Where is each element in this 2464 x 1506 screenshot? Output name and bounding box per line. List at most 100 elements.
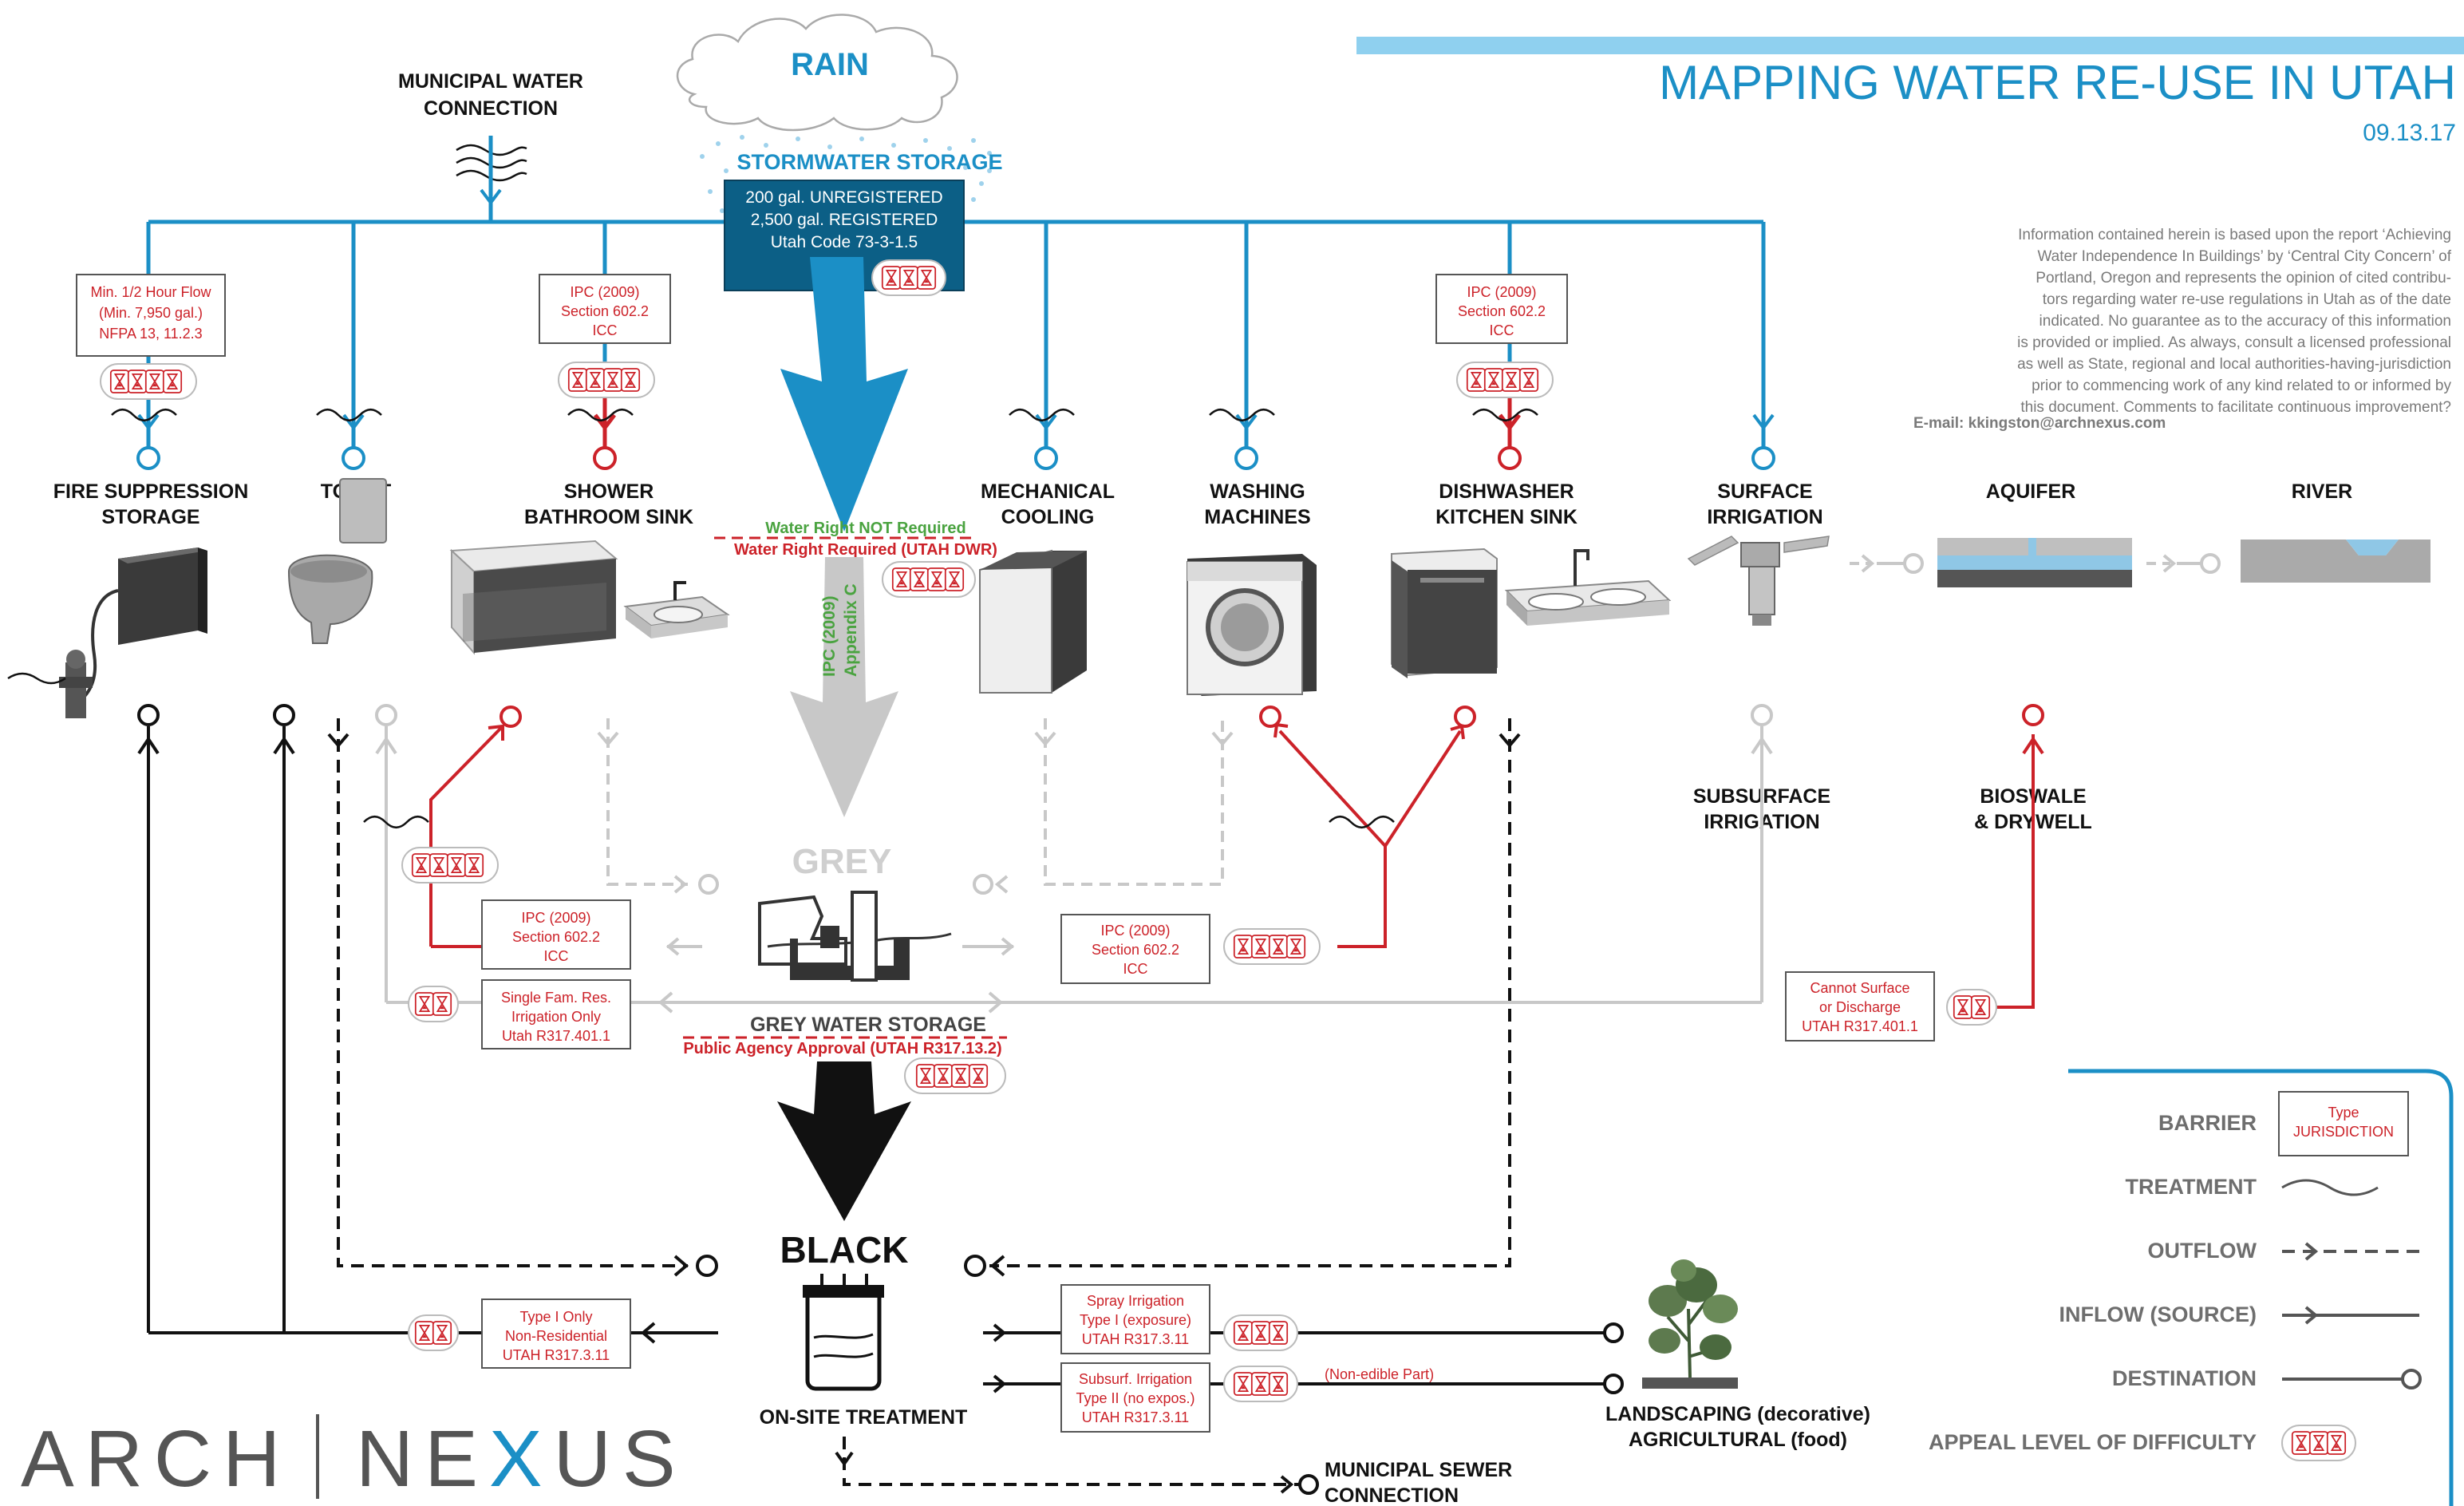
spray-1: Spray Irrigation (1087, 1293, 1184, 1309)
bathtub-illustration (449, 540, 730, 655)
barrier-spray: Spray Irrigation Type I (exposure) UTAH … (1060, 1284, 1298, 1354)
barrier-grey-right: IPC (2009) Section 602.2 ICC (1060, 914, 1321, 984)
storage-line-3: Utah Code 73-3-1.5 (771, 233, 918, 251)
brand-nexus: NEXUS (356, 1414, 687, 1504)
stormwater-flow-arrow (780, 257, 908, 532)
subsurface-3: UTAH R317.3.11 (1082, 1409, 1189, 1425)
type-one-1: Type I Only (519, 1309, 592, 1325)
legend-inflow: INFLOW (SOURCE) (2059, 1302, 2257, 1326)
spray-2: Type I (exposure) (1080, 1312, 1191, 1328)
legend-barrier-jurisdiction: JURISDICTION (2293, 1124, 2394, 1140)
grey-left-barrier-3: ICC (544, 948, 569, 964)
info-line: Information contained herein is based up… (2018, 227, 2451, 243)
appeal-badge-right (882, 561, 976, 598)
municipal-water-label-1: MUNICIPAL WATER (398, 70, 583, 93)
river-illustration (2241, 540, 2430, 583)
aquifer-label: AQUIFER (1986, 480, 2076, 503)
info-paragraph: Information contained herein is based up… (1913, 227, 2452, 432)
fixture-labels: FIRE SUPPRESSION STORAGE TOILET SHOWER B… (53, 480, 2352, 833)
spray-3: UTAH R317.3.11 (1082, 1331, 1189, 1347)
water-right-labels: Water Right NOT Required Water Right Req… (714, 520, 997, 559)
appeal-badge-public (904, 1057, 1006, 1094)
municipal-water-label-2: CONNECTION (424, 97, 558, 120)
dishwasher-barrier-1: IPC (2009) (1467, 284, 1536, 300)
subsurface-2: Type II (no expos.) (1076, 1390, 1194, 1406)
black-title: BLACK (780, 1229, 909, 1271)
black-inflows (137, 704, 718, 1344)
barrier-subsurface: Subsurf. Irrigation Type II (no expos.) … (1060, 1362, 1298, 1433)
barrier-dishwasher: IPC (2009) Section 602.2 ICC (1435, 274, 1568, 398)
river-label: RIVER (2292, 480, 2352, 503)
washing-machine-illustration (1187, 554, 1317, 696)
fire-barrier-1: Min. 1/2 Hour Flow (90, 284, 211, 300)
treatment-waves-mid (362, 816, 1396, 828)
legend-outflow: OUTFLOW (2148, 1239, 2257, 1263)
grey-right-barrier-2: Section 602.2 (1092, 942, 1179, 958)
appeal-badge-storm (871, 259, 946, 296)
barrier-fire: Min. 1/2 Hour Flow (Min. 7,950 gal.) NFP… (76, 274, 226, 400)
shower-label-1: SHOWER (564, 480, 654, 503)
legend: BARRIER Type JURISDICTION TREATMENT OUTF… (1929, 1069, 2454, 1506)
ipc-appendix-2: Appendix C (842, 583, 860, 677)
stormwater-storage-label: STORMWATER STORAGE (736, 150, 1002, 174)
surface-to-river-flow (1850, 553, 2221, 574)
surface-irrigation-label-2: IRRIGATION (1707, 506, 1822, 528)
mechanical-label-2: COOLING (1001, 506, 1095, 528)
landscaping-label-2: AGRICULTURAL (food) (1629, 1429, 1847, 1451)
info-line: is provided or implied. As always, consu… (2017, 334, 2451, 351)
single-family-2: Irrigation Only (511, 1009, 601, 1025)
page-title: MAPPING WATER RE-USE IN UTAH (1659, 56, 2456, 109)
info-line: tors regarding water re-use regulations … (2043, 291, 2451, 308)
type-one-2: Non-Residential (505, 1328, 607, 1344)
storage-line-2: 2,500 gal. REGISTERED (751, 211, 938, 229)
barrier-single-family: Single Fam. Res. Irrigation Only Utah R3… (408, 979, 631, 1049)
info-line: prior to commencing work of any kind rel… (2032, 377, 2451, 394)
cannot-surface-2: or Discharge (1819, 999, 1901, 1015)
legend-barrier: BARRIER (2158, 1111, 2257, 1135)
black-outflows (327, 718, 1521, 1277)
water-right-not-required: Water Right NOT Required (765, 520, 965, 537)
destination-circle-icon (2401, 1369, 2422, 1389)
shower-barrier-3: ICC (593, 322, 618, 338)
black-flow-arrow (777, 1061, 911, 1221)
brand-logo: ARCH NEXUS (21, 1414, 687, 1504)
cannot-surface-3: UTAH R317.401.1 (1802, 1018, 1918, 1034)
red-flows (429, 704, 2044, 1009)
grey-right-barrier-1: IPC (2009) (1100, 923, 1170, 939)
inflow-arrow-icon (2304, 1306, 2319, 1325)
rain-drops (700, 135, 992, 218)
storage-line-1: 200 gal. UNREGISTERED (745, 188, 942, 207)
shower-barrier-2: Section 602.2 (561, 303, 649, 319)
grey-flow-arrow (790, 557, 898, 817)
municipal-sewer-label-1: MUNICIPAL SEWER (1325, 1459, 1512, 1481)
single-family-1: Single Fam. Res. (501, 990, 611, 1006)
barrier-cannot-surface: Cannot Surface or Discharge UTAH R317.40… (1785, 971, 1997, 1042)
dishwasher-barrier-2: Section 602.2 (1458, 303, 1546, 319)
fire-label-1: FIRE SUPPRESSION (53, 480, 249, 503)
fixture-inlets (136, 446, 1775, 470)
outflow-arrow-icon (2304, 1242, 2319, 1261)
grey-storage-label: GREY WATER STORAGE (750, 1014, 986, 1036)
shower-label-2: BATHROOM SINK (524, 506, 693, 528)
toilet-illustration (287, 478, 387, 644)
onsite-treatment-label: ON-SITE TREATMENT (760, 1406, 968, 1429)
fire-storage-illustration (7, 547, 207, 718)
page-date: 09.13.17 (2363, 120, 2456, 146)
legend-appeal: APPEAL LEVEL OF DIFFICULTY (1929, 1430, 2257, 1454)
dishwasher-barrier-3: ICC (1490, 322, 1514, 338)
info-line: indicated. No guarantee as to the accura… (2040, 313, 2451, 330)
brand-arch: ARCH (21, 1414, 291, 1504)
type-one-3: UTAH R317.3.11 (503, 1347, 610, 1363)
landscaping-label-1: LANDSCAPING (decorative) (1605, 1403, 1870, 1425)
info-line: Portland, Oregon and represents the opin… (2036, 270, 2451, 287)
barrier-grey-left: IPC (2009) Section 602.2 ICC (401, 847, 631, 970)
info-line: Water Independence In Buildings’ by ‘Cen… (2037, 248, 2451, 265)
washing-label-2: MACHINES (1204, 506, 1310, 528)
treatment-wave-icon (2281, 1179, 2379, 1196)
hourglass-icon (2291, 1431, 2347, 1455)
ipc-appendix-1: IPC (2009) (820, 595, 839, 677)
rain-label: RAIN (791, 47, 869, 82)
barrier-shower: IPC (2009) Section 602.2 ICC (539, 274, 671, 398)
surface-irrigation-label-1: SURFACE (1717, 480, 1812, 503)
rain-cloud: RAIN STORMWATER STORAGE (676, 14, 1003, 218)
